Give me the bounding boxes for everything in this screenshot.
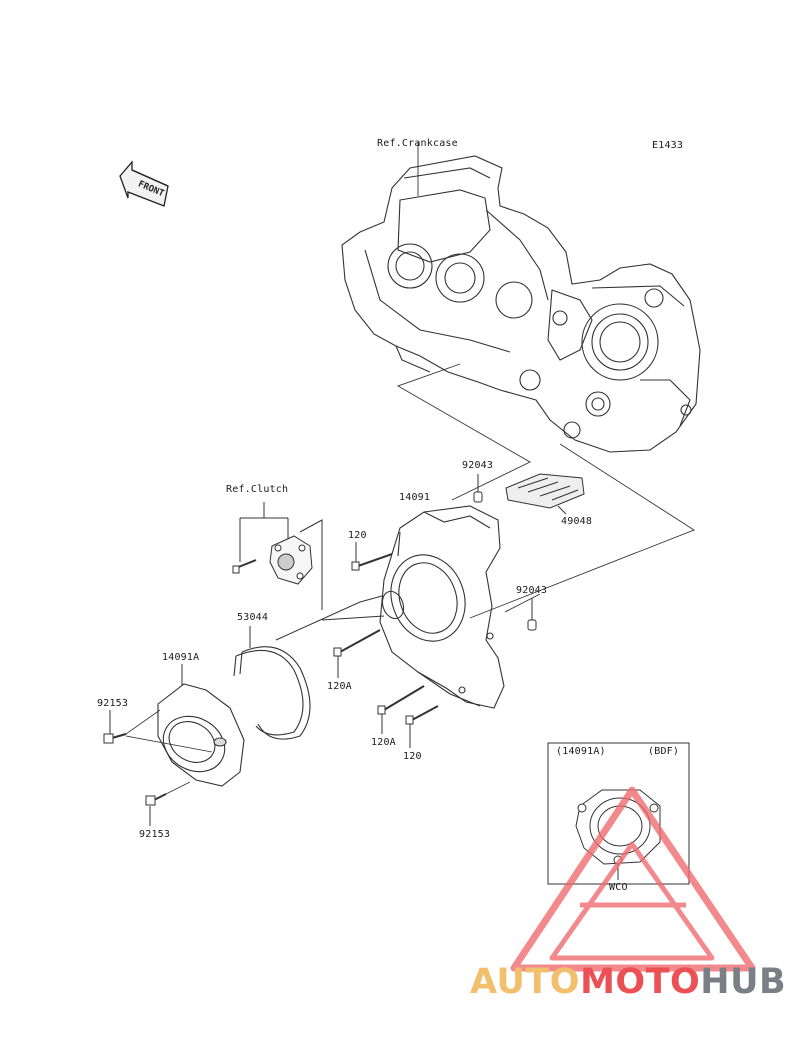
bolt-120-top — [351, 553, 393, 571]
screw-92153-left — [103, 709, 213, 753]
watermark-auto: AUTO — [470, 962, 581, 1002]
bolt-120A-upper — [333, 629, 381, 657]
clutch-bracket-drawing — [232, 502, 385, 641]
seal-53044-drawing — [233, 646, 311, 740]
part-label-120A-lower[interactable]: 120A — [371, 737, 396, 748]
part-label-92043-mid[interactable]: 92043 — [516, 585, 548, 596]
part-label-92153-bottom[interactable]: 92153 — [139, 829, 171, 840]
inset-note-label: WCO — [609, 882, 628, 893]
cover-14091A-drawing — [157, 683, 245, 787]
watermark-hub: HUB — [700, 962, 787, 1002]
part-label-120-top[interactable]: 120 — [348, 530, 367, 541]
leader-49048 — [557, 505, 567, 515]
inset-part-label: (14091A) — [556, 746, 606, 757]
plate-49048-drawing — [505, 473, 585, 509]
crankcase-drawing — [341, 155, 701, 453]
part-label-49048[interactable]: 49048 — [561, 516, 593, 527]
inset-box — [547, 742, 690, 885]
bolt-120A-lower — [377, 685, 425, 715]
crankcase-leader-lines — [396, 142, 695, 619]
part-label-92153-left[interactable]: 92153 — [97, 698, 129, 709]
cover-14091-drawing — [379, 505, 505, 709]
inset-variant-label: (BDF) — [648, 746, 680, 757]
watermark-logo: AUTOMOTOHUB — [470, 962, 786, 1002]
diagram-code: E1433 — [652, 140, 684, 151]
part-label-120-bottom[interactable]: 120 — [403, 751, 422, 762]
part-label-53044[interactable]: 53044 — [237, 612, 269, 623]
ref-crankcase-label: Ref.Crankcase — [377, 138, 458, 149]
part-label-92043-top[interactable]: 92043 — [462, 460, 494, 471]
bolt-120-bottom — [405, 705, 439, 725]
screw-92153-bottom — [145, 781, 191, 806]
front-arrow-icon: FRONT — [119, 160, 169, 207]
dowel-pin-92043-top — [473, 491, 483, 503]
part-label-14091[interactable]: 14091 — [399, 492, 431, 503]
dowel-pin-92043-mid — [527, 619, 537, 631]
watermark-triangle-icon — [510, 786, 756, 972]
watermark-moto: MOTO — [580, 962, 701, 1002]
part-label-14091A[interactable]: 14091A — [162, 652, 200, 663]
ref-clutch-label: Ref.Clutch — [226, 484, 289, 495]
part-label-120A-upper[interactable]: 120A — [327, 681, 352, 692]
